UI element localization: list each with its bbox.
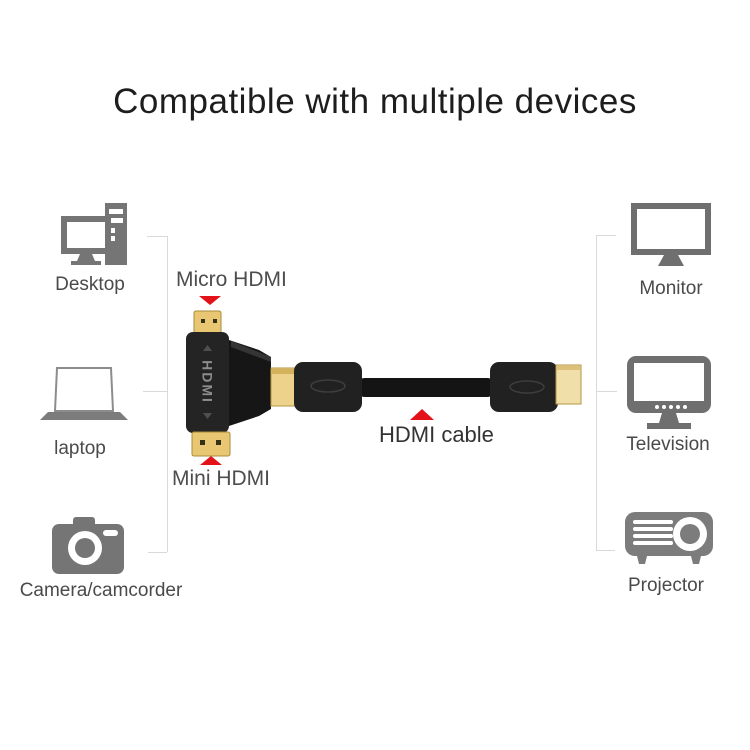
micro-hdmi-label: Micro HDMI: [176, 268, 287, 291]
cable-right-plug: [555, 364, 582, 405]
cable-left-logo-badge: [310, 379, 346, 393]
monitor-icon: [631, 203, 711, 266]
cable-left-connector: [294, 362, 362, 412]
hdmi-adapter: HDMI: [186, 310, 271, 457]
adapter-and-cable-illustration: HDMI: [186, 310, 582, 457]
right-bracket-stub-monitor: [596, 235, 616, 236]
adapter-up-mark-icon: [203, 345, 212, 351]
micro-hdmi-pointer-icon: [199, 296, 221, 305]
right-bracket-stub-television: [596, 391, 617, 392]
cable-right-connector: [490, 362, 558, 412]
cable-left-plug: [270, 367, 298, 407]
camera-icon: [52, 517, 124, 574]
right-bracket-stub-projector: [596, 550, 615, 551]
projector-icon: [625, 512, 713, 564]
hdmi-cable: [270, 362, 582, 412]
cable-right-logo-badge: [509, 380, 545, 394]
hdmi-cable-pointer-icon: [410, 409, 434, 420]
device-desktop: Desktop: [25, 203, 155, 296]
mini-hdmi-plug: [191, 431, 231, 457]
mini-hdmi-pointer-icon: [200, 456, 222, 465]
device-label-camera: Camera/camcorder: [19, 580, 183, 601]
device-label-desktop: Desktop: [55, 274, 125, 295]
laptop-icon: [40, 367, 128, 420]
device-label-projector: Projector: [627, 575, 705, 596]
device-television: Television: [593, 356, 743, 456]
device-projector: Projector: [591, 512, 741, 597]
left-bracket-stub-desktop: [147, 236, 167, 237]
left-bracket-stub-camera: [148, 552, 167, 553]
adapter-body: [186, 332, 229, 433]
desktop-icon: [61, 203, 127, 265]
device-label-monitor: Monitor: [639, 278, 703, 299]
television-icon: [627, 356, 711, 429]
page-title: Compatible with multiple devices: [113, 82, 637, 121]
left-bracket-stub-laptop: [143, 391, 167, 392]
device-monitor: Monitor: [596, 203, 746, 300]
adapter-hdmi-text: HDMI: [200, 360, 216, 404]
device-label-laptop: laptop: [54, 438, 106, 459]
cable-cord: [356, 378, 496, 397]
adapter-female-socket: [229, 340, 271, 426]
mini-hdmi-label: Mini HDMI: [172, 467, 270, 490]
device-label-television: Television: [626, 434, 710, 455]
right-bracket-line: [596, 235, 597, 550]
left-bracket-line: [167, 236, 168, 552]
device-laptop: laptop: [15, 367, 145, 460]
hdmi-cable-label: HDMI cable: [379, 422, 494, 447]
adapter-down-mark-icon: [203, 413, 212, 419]
device-camera: Camera/camcorder: [6, 517, 196, 602]
